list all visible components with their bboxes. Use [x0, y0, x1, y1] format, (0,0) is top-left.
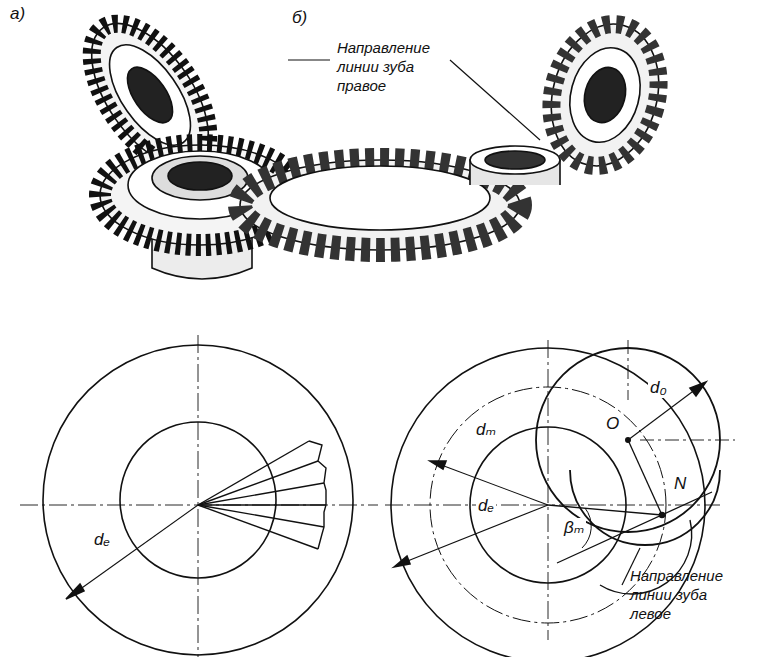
callout-text: Направление линии зуба правое: [335, 38, 451, 95]
point-label: N: [672, 474, 688, 494]
figure-label: б): [290, 8, 309, 28]
dimension-label: d₀: [648, 378, 669, 398]
dimension-label: dₑ: [476, 496, 496, 516]
point-label: O: [604, 414, 621, 434]
angle-label: βₘ: [562, 518, 586, 538]
figure-label: а): [8, 4, 27, 24]
callout-text: Направление линии зуба левое: [628, 566, 750, 623]
dimension-label: dₑ: [92, 530, 112, 550]
dimension-label: dₘ: [474, 420, 498, 440]
